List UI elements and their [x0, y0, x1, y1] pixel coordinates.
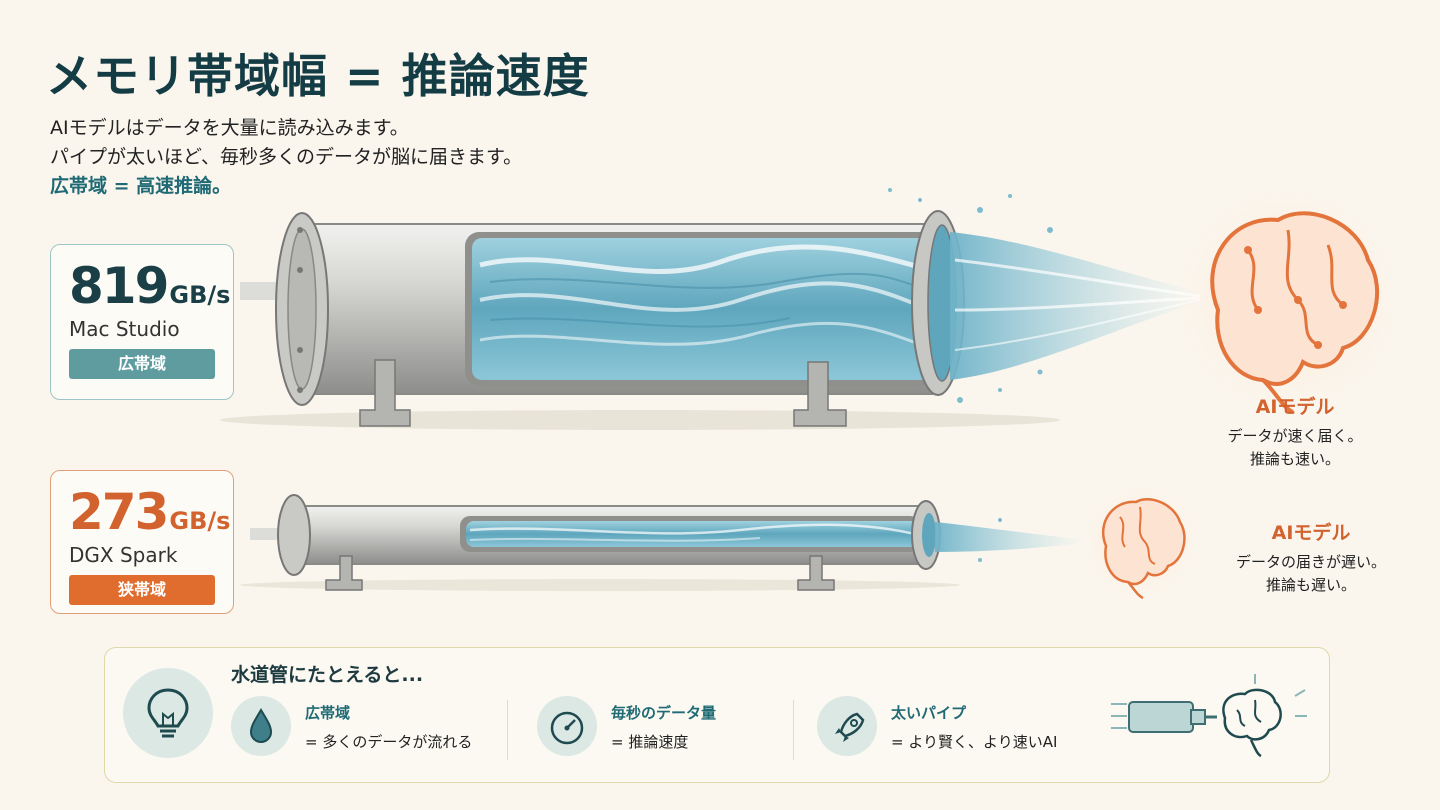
analogy-desc-2: = 推論速度	[611, 733, 689, 751]
analogy-desc-3: = より賢く、より速いAI	[891, 733, 1058, 751]
wide-caption-line-2: 推論も速い。	[1249, 450, 1340, 468]
narrow-pipe	[250, 494, 941, 591]
wide-brain-caption: AIモデル データが速く届く。 推論も速い。	[1200, 392, 1390, 471]
intro-line-3: 広帯域 = 高速推論。	[50, 175, 232, 197]
rocket-icon	[817, 696, 877, 756]
speedometer-icon	[537, 696, 597, 756]
wide-bandwidth-card: 819GB/s Mac Studio 広帯域	[50, 244, 234, 400]
narrow-caption-line-1: データの届きが遅い。	[1235, 553, 1386, 571]
analogy-term-1: 広帯域	[305, 704, 351, 722]
brain-icon-large	[1168, 180, 1408, 420]
wide-device-name: Mac Studio	[69, 317, 180, 341]
analogy-term-3: 太いパイプ	[891, 704, 967, 722]
narrow-bandwidth-number: 273	[69, 483, 169, 541]
analogy-desc-1: = 多くのデータが流れる	[305, 733, 473, 751]
narrow-device-name: DGX Spark	[69, 543, 178, 567]
analogy-divider-2	[793, 700, 794, 760]
narrow-caption-line-2: 推論も遅い。	[1265, 576, 1356, 594]
narrow-bandwidth-unit: GB/s	[169, 507, 231, 535]
narrow-caption-title: AIモデル	[1271, 522, 1351, 544]
brain-icon-small	[1080, 482, 1200, 602]
analogy-term-2: 毎秒のデータ量	[611, 704, 717, 722]
page-title: メモリ帯域幅 = 推論速度	[46, 49, 590, 103]
wide-caption-title: AIモデル	[1255, 396, 1335, 418]
narrow-bandwidth-badge: 狭帯域	[69, 575, 215, 605]
narrow-bandwidth-value: 273GB/s	[69, 483, 230, 541]
wide-bandwidth-value: 819GB/s	[69, 257, 230, 315]
intro-line-2: パイプが太いほど、毎秒多くのデータが脳に届きます。	[50, 146, 523, 168]
lightbulb-icon	[123, 668, 213, 758]
wide-bandwidth-unit: GB/s	[169, 281, 231, 309]
pipe-shadow-small	[240, 579, 960, 591]
wide-bandwidth-number: 819	[69, 257, 169, 315]
water-drop-icon	[231, 696, 291, 756]
wide-pipe	[240, 210, 965, 427]
narrow-bandwidth-card: 273GB/s DGX Spark 狭帯域	[50, 470, 234, 614]
pipe-shadow-large	[220, 410, 1060, 430]
intro-text: AIモデルはデータを大量に読み込みます。 パイプが太いほど、毎秒多くのデータが脳…	[50, 114, 522, 201]
pipe-to-brain-icon	[1111, 674, 1307, 758]
analogy-heading: 水道管にたとえると...	[231, 664, 424, 686]
wide-caption-line-1: データが速く届く。	[1227, 427, 1363, 445]
narrow-water-jet	[935, 518, 1085, 562]
wide-bandwidth-badge: 広帯域	[69, 349, 215, 379]
intro-line-1: AIモデルはデータを大量に読み込みます。	[50, 117, 409, 139]
analogy-panel: 水道管にたとえると... 広帯域 = 多くのデータが流れる 毎秒のデータ量 = …	[104, 647, 1330, 783]
narrow-brain-caption: AIモデル データの届きが遅い。 推論も遅い。	[1216, 518, 1406, 597]
analogy-divider-1	[507, 700, 508, 760]
